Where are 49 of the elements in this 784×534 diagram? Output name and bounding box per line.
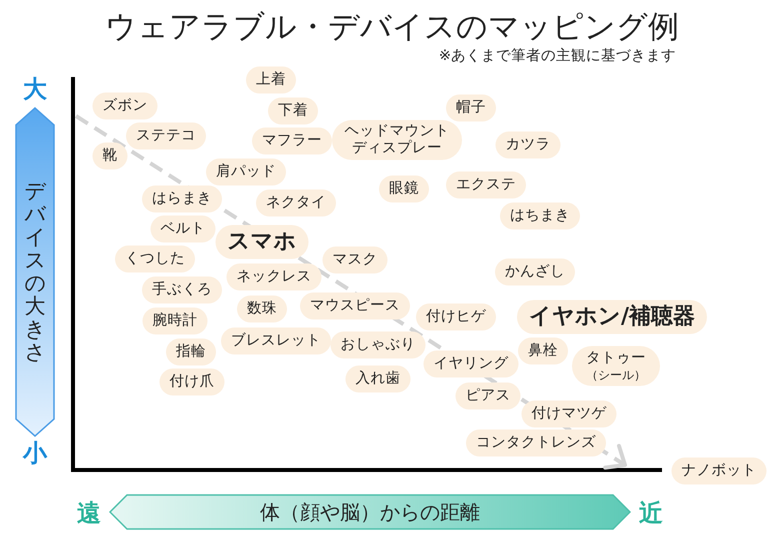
device-label: 鼻栓 [518, 338, 568, 364]
device-label: ネックレス [226, 264, 322, 290]
device-label: マウスピース [300, 292, 410, 320]
note-text: ※あくまで筆者の主観に基づきます [438, 47, 676, 66]
device-label: イヤホン/補聴器 [516, 300, 708, 334]
device-label: 数珠 [237, 296, 287, 322]
device-label: 指輪 [166, 338, 216, 366]
axis-end-label: 小 [23, 439, 47, 467]
device-label: タトゥー [586, 349, 646, 368]
label-pill [572, 346, 660, 386]
device-label: 付け爪 [160, 368, 224, 396]
device-label: マフラー [252, 128, 332, 154]
device-label: 入れ歯 [346, 366, 410, 392]
device-label: 手ぶくろ [142, 276, 222, 304]
device-label: 下着 [268, 98, 318, 124]
axis-title: デバイスの大きさ [24, 180, 46, 364]
device-label: 付けヒゲ [416, 304, 496, 330]
device-label: ピアス [456, 382, 520, 410]
device-label: イヤリング [424, 350, 518, 378]
device-label: ネクタイ [256, 190, 336, 216]
axis-title: 体（顔や脳）からの距離 [260, 500, 480, 524]
axis-end-label: 大 [23, 75, 47, 103]
device-label: はちまき [500, 202, 580, 230]
device-note: （シール） [586, 368, 646, 383]
axis-end-label: 遠 [77, 499, 101, 527]
device-label: ベルト [150, 216, 216, 242]
device-label: ナノボット [672, 458, 766, 484]
device-label: はらまき [142, 186, 222, 212]
device-label: ズボン [92, 92, 158, 120]
device-label: かんざし [495, 258, 575, 286]
device-label: ステテコ [126, 122, 206, 150]
device-label: ブレスレット [221, 328, 331, 354]
chart-title: ウェアラブル・デバイスのマッピング例 [105, 8, 679, 46]
device-label: エクステ [446, 172, 526, 198]
device-label: カツラ [496, 132, 560, 158]
device-label: 眼鏡 [379, 176, 429, 202]
device-label: 腕時計 [142, 308, 208, 334]
device-label: 靴 [92, 142, 128, 170]
axis-end-label: 近 [639, 499, 663, 527]
device-label: コンタクトレンズ [466, 430, 606, 456]
device-label: ヘッドマウントディスプレー [332, 120, 462, 160]
device-label: 付けマツゲ [522, 400, 616, 428]
device-label: マスク [322, 246, 388, 274]
device-label: 帽子 [446, 94, 496, 122]
device-label: おしゃぶり [330, 332, 426, 358]
device-label: 肩パッド [206, 158, 286, 186]
device-label: スマホ [216, 225, 308, 259]
device-label: 上着 [246, 66, 296, 94]
device-label: くつした [115, 246, 195, 272]
